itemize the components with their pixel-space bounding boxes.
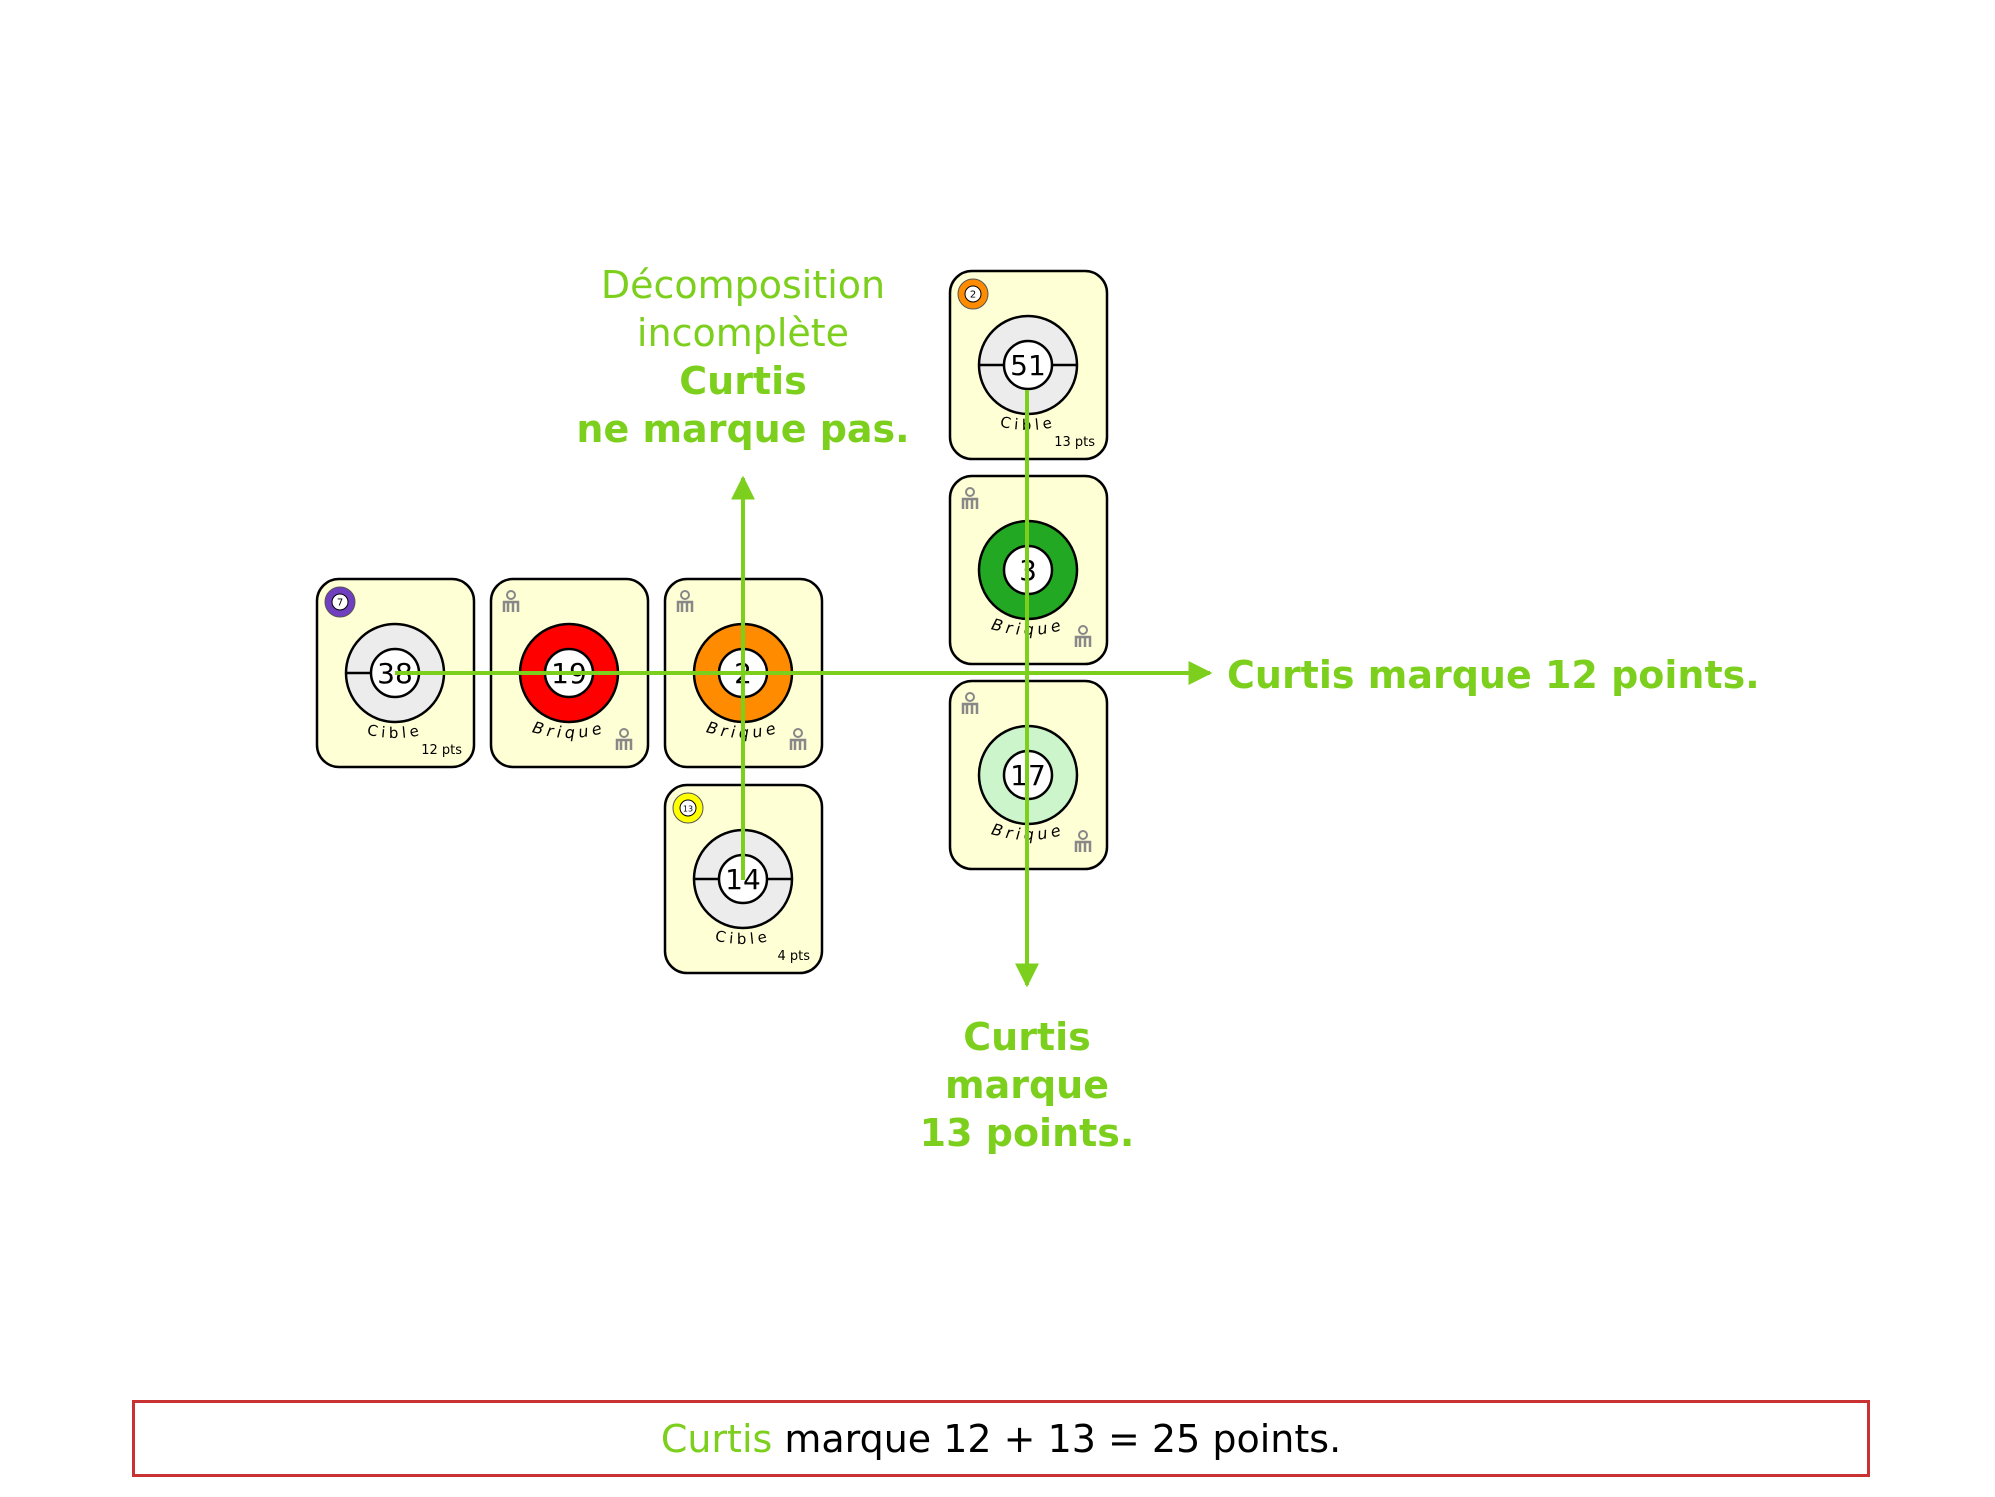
label-top-line4: ne marque pas. <box>576 407 910 451</box>
card-value: 51 <box>1010 349 1046 382</box>
label-top: Décomposition incomplète Curtis ne marqu… <box>543 261 943 453</box>
card-type: Cible <box>366 721 425 742</box>
card-cible: 51Cible213 pts <box>948 269 1109 461</box>
summary-name: Curtis <box>660 1416 773 1461</box>
card-points: 12 pts <box>421 743 462 758</box>
label-bottom-line1: Curtis <box>963 1015 1091 1059</box>
summary-text: marque 12 + 13 = 25 points. <box>784 1416 1342 1461</box>
badge: 13 <box>672 792 704 824</box>
label-bottom: Curtis marque 13 points. <box>877 1013 1177 1157</box>
svg-text:2: 2 <box>970 290 976 301</box>
logo-icon <box>1074 830 1092 852</box>
svg-text:13: 13 <box>683 805 693 814</box>
label-top-line3: Curtis <box>679 359 807 403</box>
label-right: Curtis marque 12 points. <box>1227 653 1760 697</box>
card-type: Cible <box>714 927 773 948</box>
label-top-line2: incomplète <box>636 311 850 355</box>
logo-icon <box>1074 625 1092 647</box>
label-top-line1: Décomposition <box>600 263 886 307</box>
logo-icon <box>615 728 633 750</box>
logo-icon <box>789 728 807 750</box>
logo-icon <box>961 487 979 509</box>
logo-icon <box>502 590 520 612</box>
badge: 2 <box>957 278 989 310</box>
logo-icon <box>961 692 979 714</box>
logo-icon <box>676 590 694 612</box>
arrows <box>395 390 1213 988</box>
summary-box: Curtis marque 12 + 13 = 25 points. <box>132 1400 1870 1477</box>
svg-text:7: 7 <box>337 598 343 609</box>
label-bottom-line2: marque <box>944 1063 1109 1107</box>
badge: 7 <box>324 586 356 618</box>
label-bottom-line3: 13 points. <box>919 1111 1135 1155</box>
card-points: 4 pts <box>777 949 810 964</box>
card-points: 13 pts <box>1054 435 1095 450</box>
